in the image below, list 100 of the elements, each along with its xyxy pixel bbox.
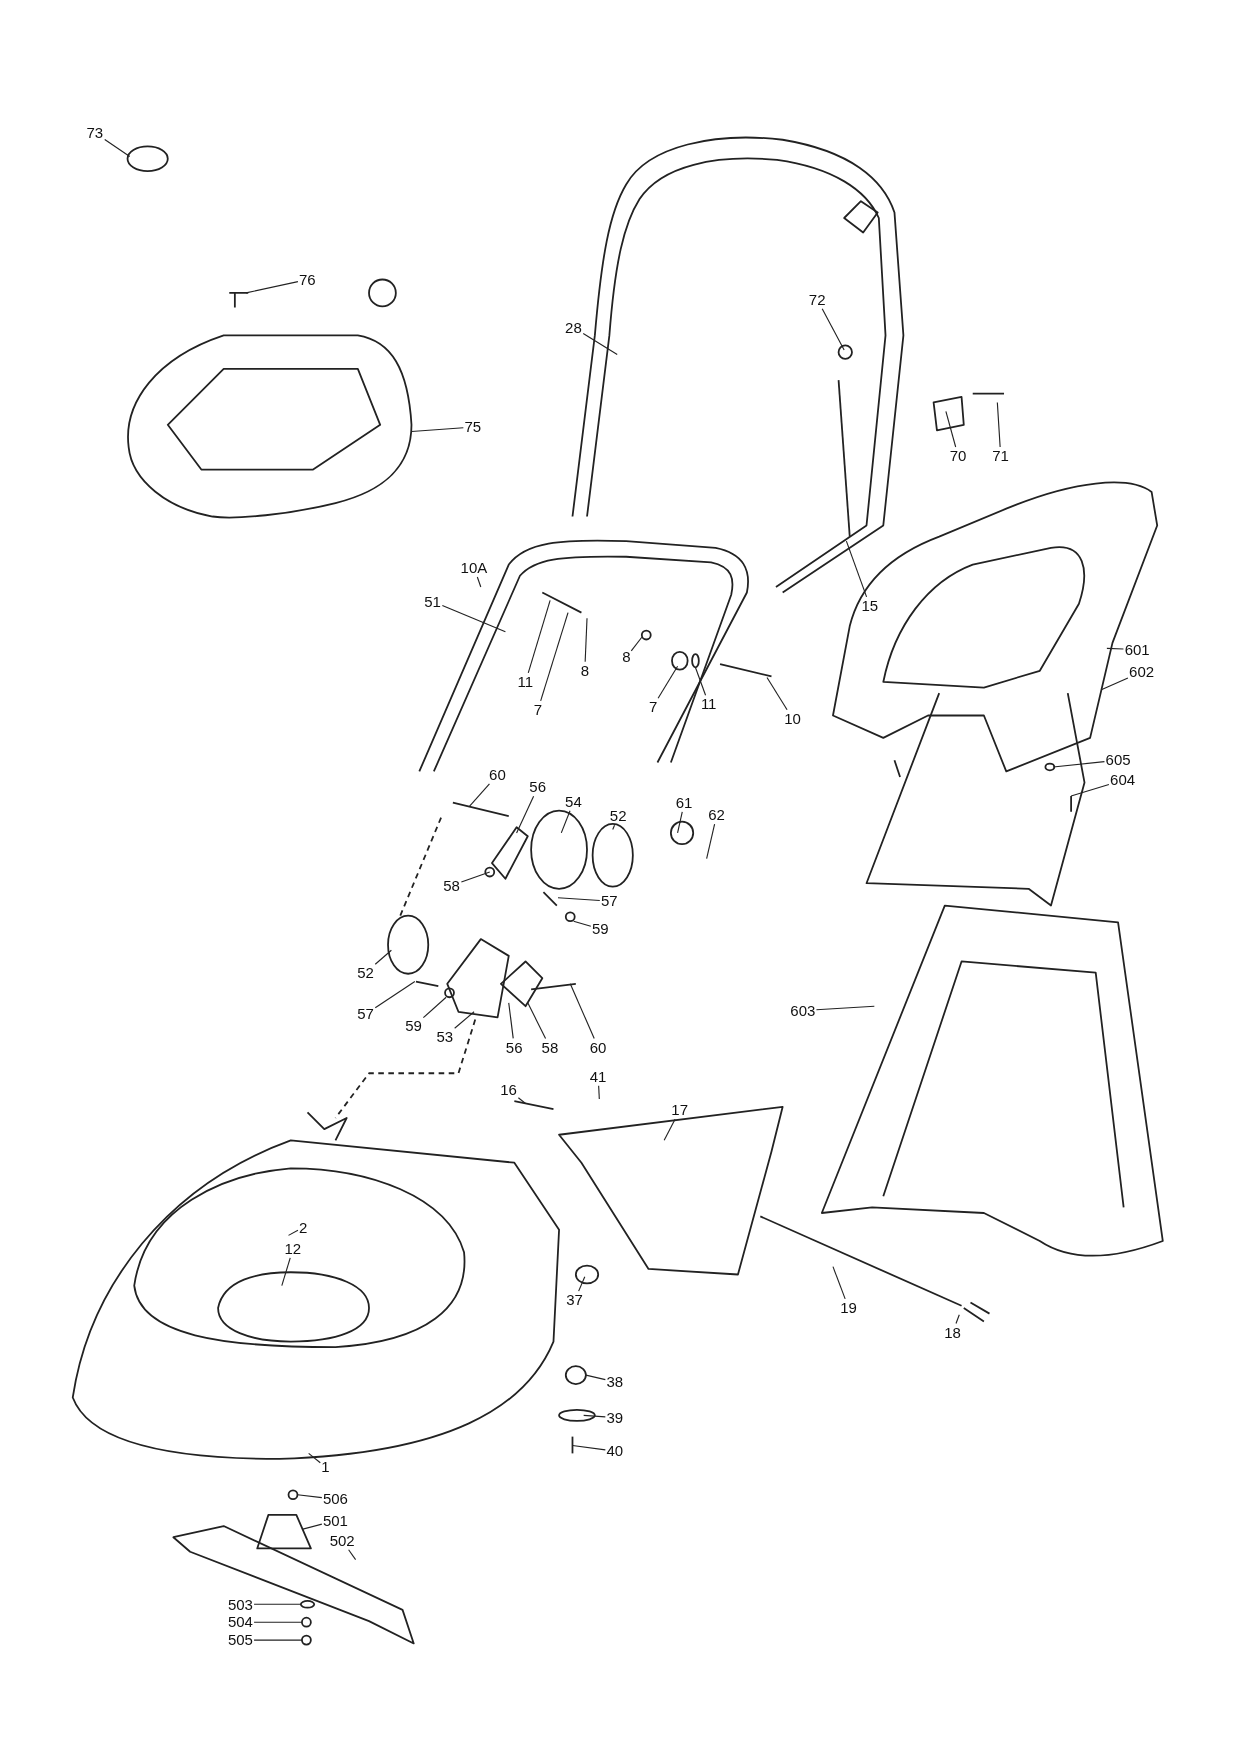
callout-number: 19 [840, 1300, 857, 1317]
callout-number: 58 [541, 1039, 559, 1056]
callout-number: 602 [1129, 664, 1155, 680]
callout-number: 57 [600, 893, 618, 910]
callout-number: 501 [322, 1512, 348, 1529]
leader-line [253, 1621, 303, 1623]
leader-line [694, 666, 707, 696]
callout-number: 18 [944, 1324, 961, 1341]
callout-number: 503 [227, 1596, 253, 1613]
callout-number: 71 [992, 448, 1009, 465]
callout-number: 40 [606, 1443, 624, 1460]
callout-number: 12 [284, 1240, 302, 1257]
callout-number: 10A [460, 560, 488, 576]
leader-line [1106, 647, 1124, 650]
callout-number: 75 [464, 419, 482, 436]
callout-number: 62 [708, 807, 725, 824]
callout-number: 56 [529, 779, 546, 796]
callout-number: 52 [357, 964, 374, 981]
callout-number: 37 [566, 1292, 583, 1309]
callout-number: 60 [489, 766, 506, 783]
callout-number: 504 [227, 1614, 253, 1631]
leader-line [663, 1118, 676, 1141]
callout-number: 601 [1124, 641, 1150, 658]
leader-line [996, 401, 1001, 448]
callout-number: 54 [565, 793, 582, 810]
leader-line [630, 636, 643, 652]
callout-number: 11 [700, 696, 717, 713]
callout-number: 604 [1110, 772, 1136, 789]
leader-line [766, 676, 788, 711]
leader-line [516, 795, 535, 834]
callout-number: 53 [436, 1028, 454, 1045]
leader-line [569, 983, 595, 1039]
leader-line [612, 824, 616, 831]
leader-line [560, 810, 571, 834]
callout-number: 76 [298, 271, 316, 288]
callout-number: 605 [1105, 752, 1131, 769]
leader-line [573, 920, 592, 927]
callout-number: 505 [227, 1632, 253, 1649]
callout-number: 56 [505, 1039, 523, 1056]
callout-number: 1 [321, 1458, 330, 1475]
leader-line [845, 540, 868, 598]
leader-line [557, 897, 601, 902]
leader-line [527, 599, 551, 674]
leader-line [469, 783, 490, 807]
callout-number: 7 [649, 698, 658, 715]
callout-number: 60 [589, 1039, 607, 1056]
leader-line [571, 1445, 606, 1451]
leader-line [296, 1494, 323, 1499]
leader-line [508, 1002, 514, 1039]
leader-line [1070, 783, 1110, 797]
leader-line [527, 1002, 547, 1039]
leader-line [815, 1005, 875, 1011]
callout-number: 8 [622, 649, 631, 666]
leader-line [245, 281, 299, 294]
callout-number: 59 [405, 1018, 422, 1035]
leader-line [585, 1374, 606, 1381]
callout-number: 59 [591, 921, 609, 938]
leader-line [476, 576, 482, 588]
leader-line [104, 139, 131, 158]
callout-number: 11 [517, 674, 534, 691]
callout-number: 72 [808, 291, 826, 308]
leader-line [832, 1266, 846, 1300]
leader-line [308, 1452, 321, 1464]
leader-line [598, 1085, 600, 1100]
callout-number: 51 [424, 593, 441, 610]
leader-line [821, 308, 845, 351]
leader-line [253, 1603, 302, 1605]
callout-number: 61 [675, 794, 693, 811]
callout-number: 70 [949, 448, 967, 465]
leader-line [454, 1011, 475, 1029]
callout-number: 7 [533, 702, 543, 718]
leader-line [374, 949, 392, 965]
leader-line [287, 1229, 299, 1236]
leader-line [281, 1257, 291, 1287]
callout-number: 2 [299, 1219, 308, 1236]
leader-line [517, 1097, 527, 1104]
callout-number: 15 [861, 598, 879, 614]
callout-number: 52 [609, 808, 627, 825]
callout-number: 17 [671, 1102, 688, 1119]
leader-line [945, 410, 957, 448]
leader-line [578, 1276, 586, 1292]
leader-line [584, 617, 588, 663]
callout-number: 8 [580, 662, 590, 679]
leader-line [540, 612, 569, 702]
leader-line [583, 1414, 606, 1418]
leader-line [253, 1639, 303, 1641]
leader-line [441, 604, 506, 633]
leader-line [301, 1523, 323, 1530]
leader-line [1100, 677, 1129, 691]
leader-line [410, 427, 464, 433]
callout-number: 28 [565, 319, 582, 336]
leader-line [374, 981, 416, 1009]
leader-line [657, 665, 679, 699]
callout-number: 16 [500, 1082, 517, 1099]
leader-line [348, 1549, 357, 1561]
leader-line [1052, 761, 1105, 768]
callout-number: 603 [790, 1002, 816, 1019]
callout-number: 38 [606, 1374, 624, 1390]
leader-line [677, 811, 683, 834]
callout-number: 502 [329, 1532, 355, 1549]
